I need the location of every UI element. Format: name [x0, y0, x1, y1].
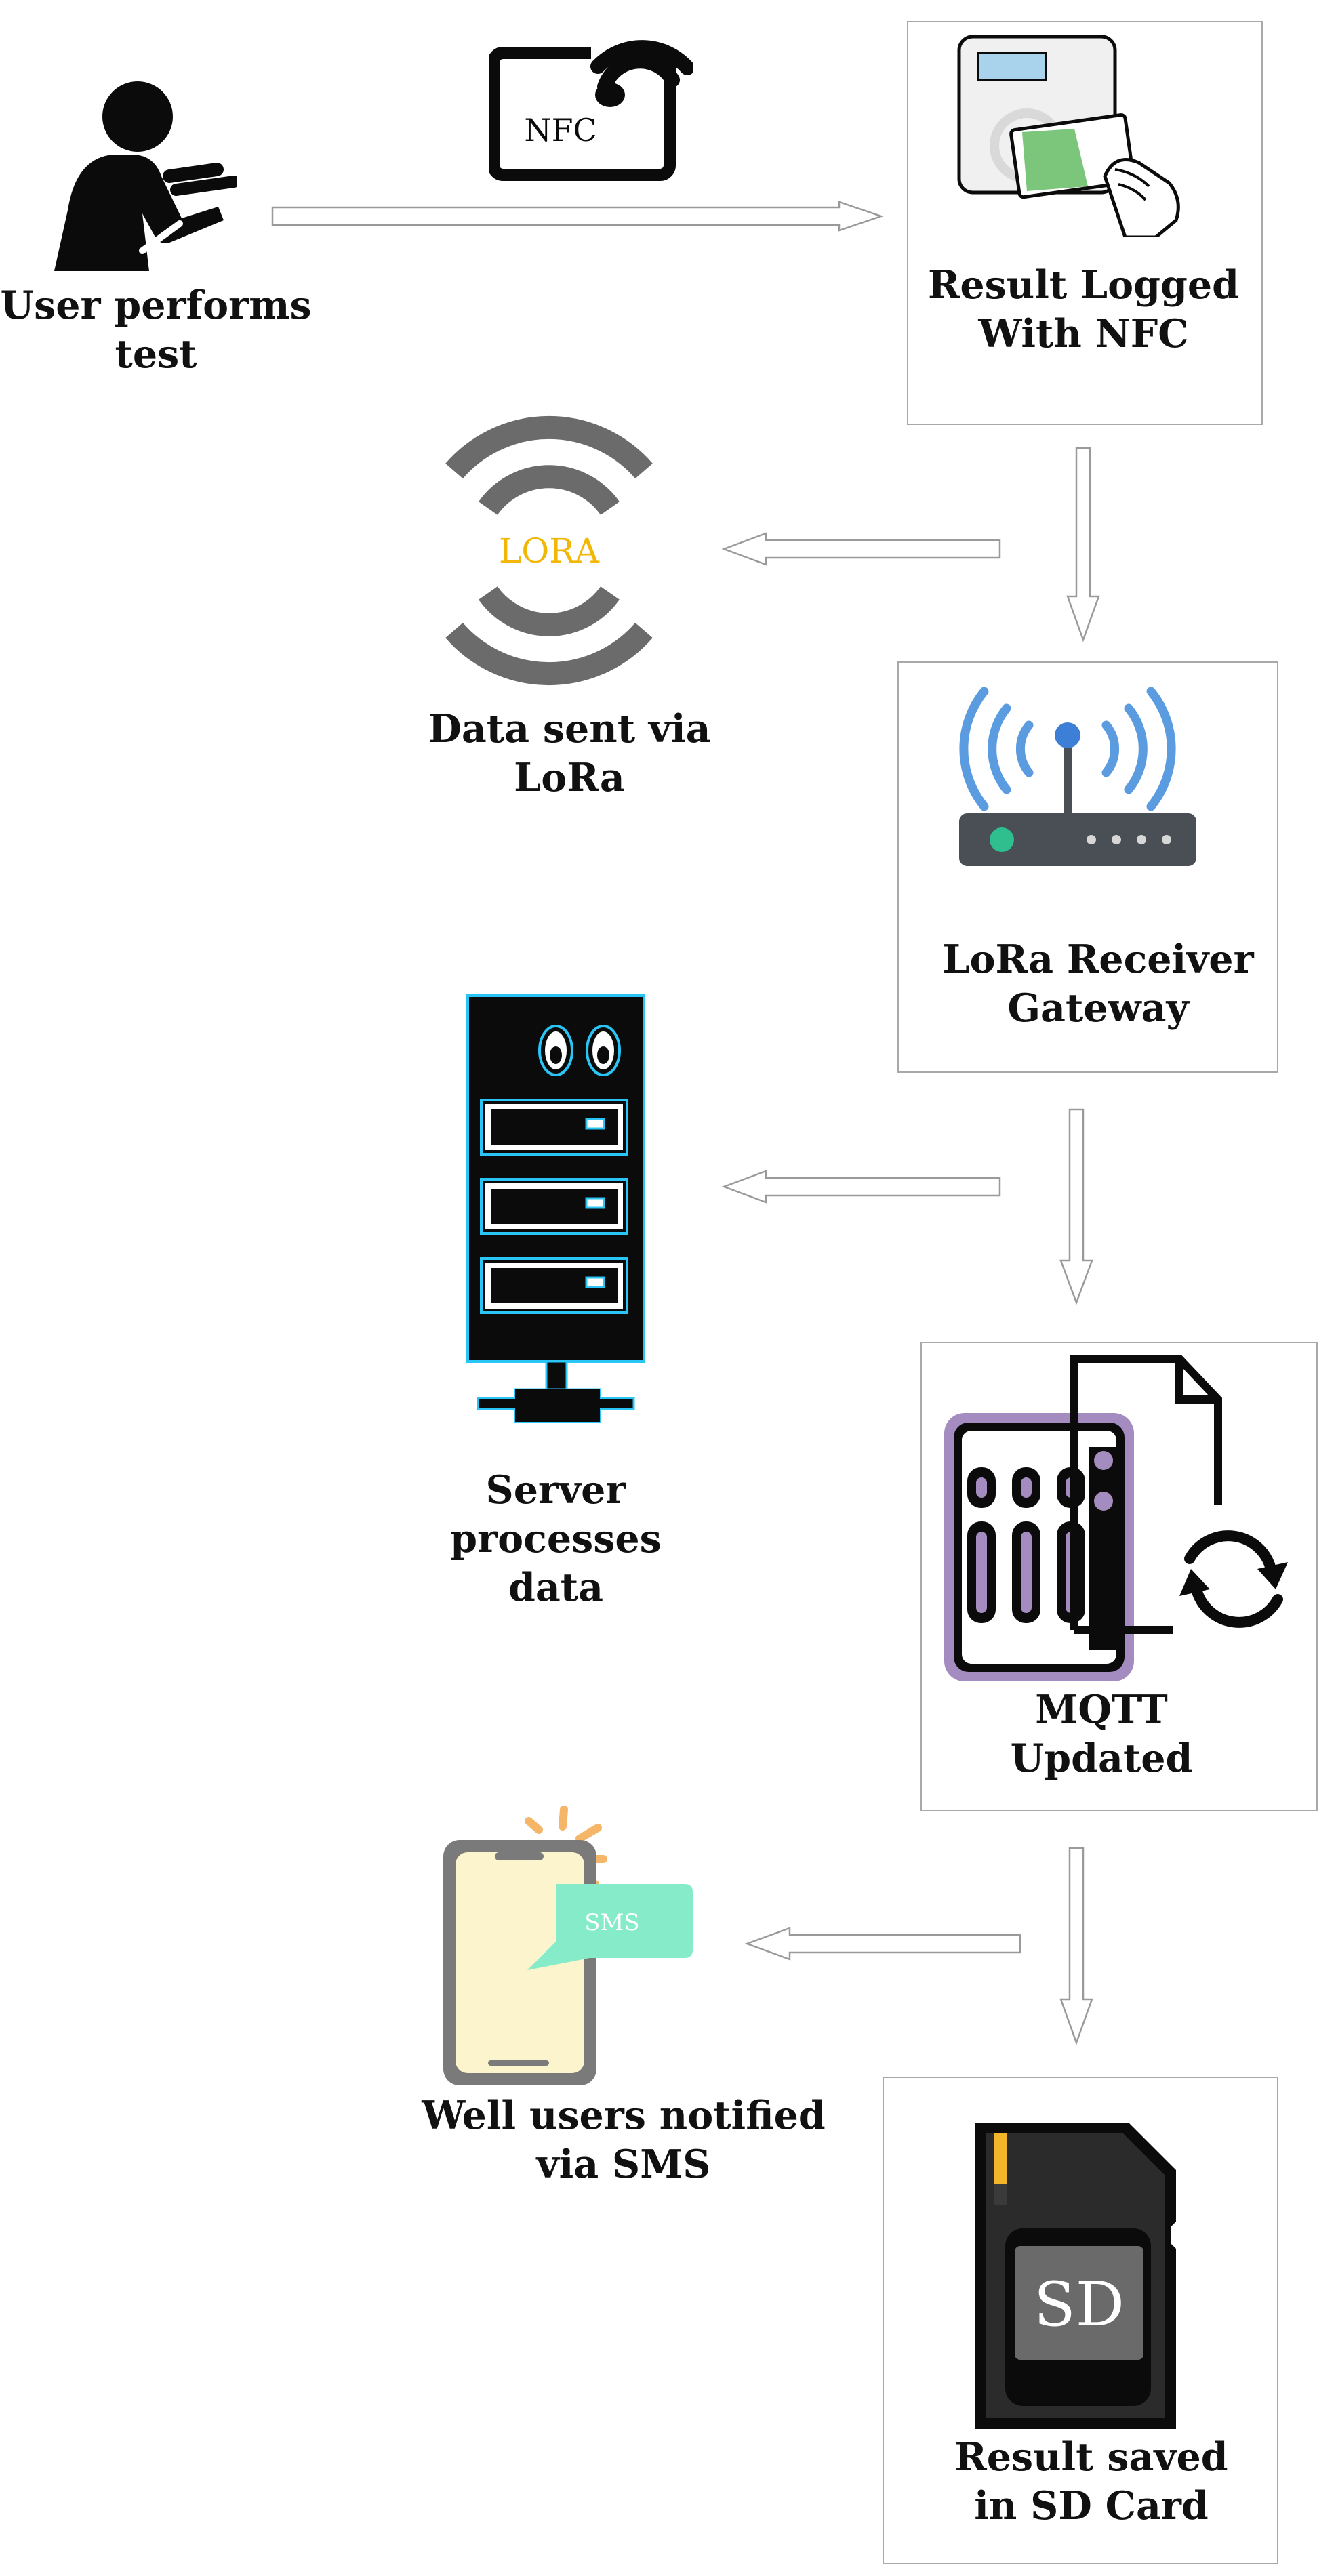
arrow-right — [271, 201, 884, 232]
label-nfc-log: Result Logged With NFC — [928, 262, 1239, 356]
sms-phone-icon: SMS — [443, 1806, 693, 2085]
label-user-test: User performs test — [0, 283, 312, 377]
sms-text: SMS — [584, 1909, 639, 1936]
sd-card-icon: SD — [975, 2123, 1176, 2429]
arrow-down — [1059, 1847, 1093, 2045]
arrow-left — [721, 1170, 1001, 1204]
label-sd-card: Result saved in SD Card — [954, 2434, 1228, 2529]
box-gateway — [897, 661, 1278, 1073]
arrow-left — [721, 532, 1001, 566]
user-testing-icon — [54, 81, 237, 271]
mqtt-sync-icon — [944, 1355, 1288, 1681]
server-icon — [466, 994, 645, 1423]
label-lora-send: Data sent via LoRa — [428, 706, 711, 800]
label-gateway: LoRa Receiver Gateway — [942, 937, 1254, 1031]
label-server: Server processes data — [450, 1467, 662, 1610]
nfc-text: NFC — [524, 112, 596, 148]
lora-signal-icon: LORA — [445, 416, 653, 685]
label-sms: Well users notified via SMS — [422, 2093, 826, 2187]
label-mqtt: MQTT Updated — [1010, 1687, 1193, 1781]
router-gateway-icon — [959, 687, 1196, 866]
sd-text: SD — [1034, 2269, 1125, 2340]
nfc-tag-icon: NFC — [489, 40, 693, 181]
arrow-left — [744, 1927, 1021, 1961]
nfc-reader-icon — [957, 35, 1180, 237]
arrow-down — [1059, 1108, 1093, 1305]
arrow-down — [1066, 447, 1100, 642]
lora-text: LORA — [499, 531, 600, 571]
